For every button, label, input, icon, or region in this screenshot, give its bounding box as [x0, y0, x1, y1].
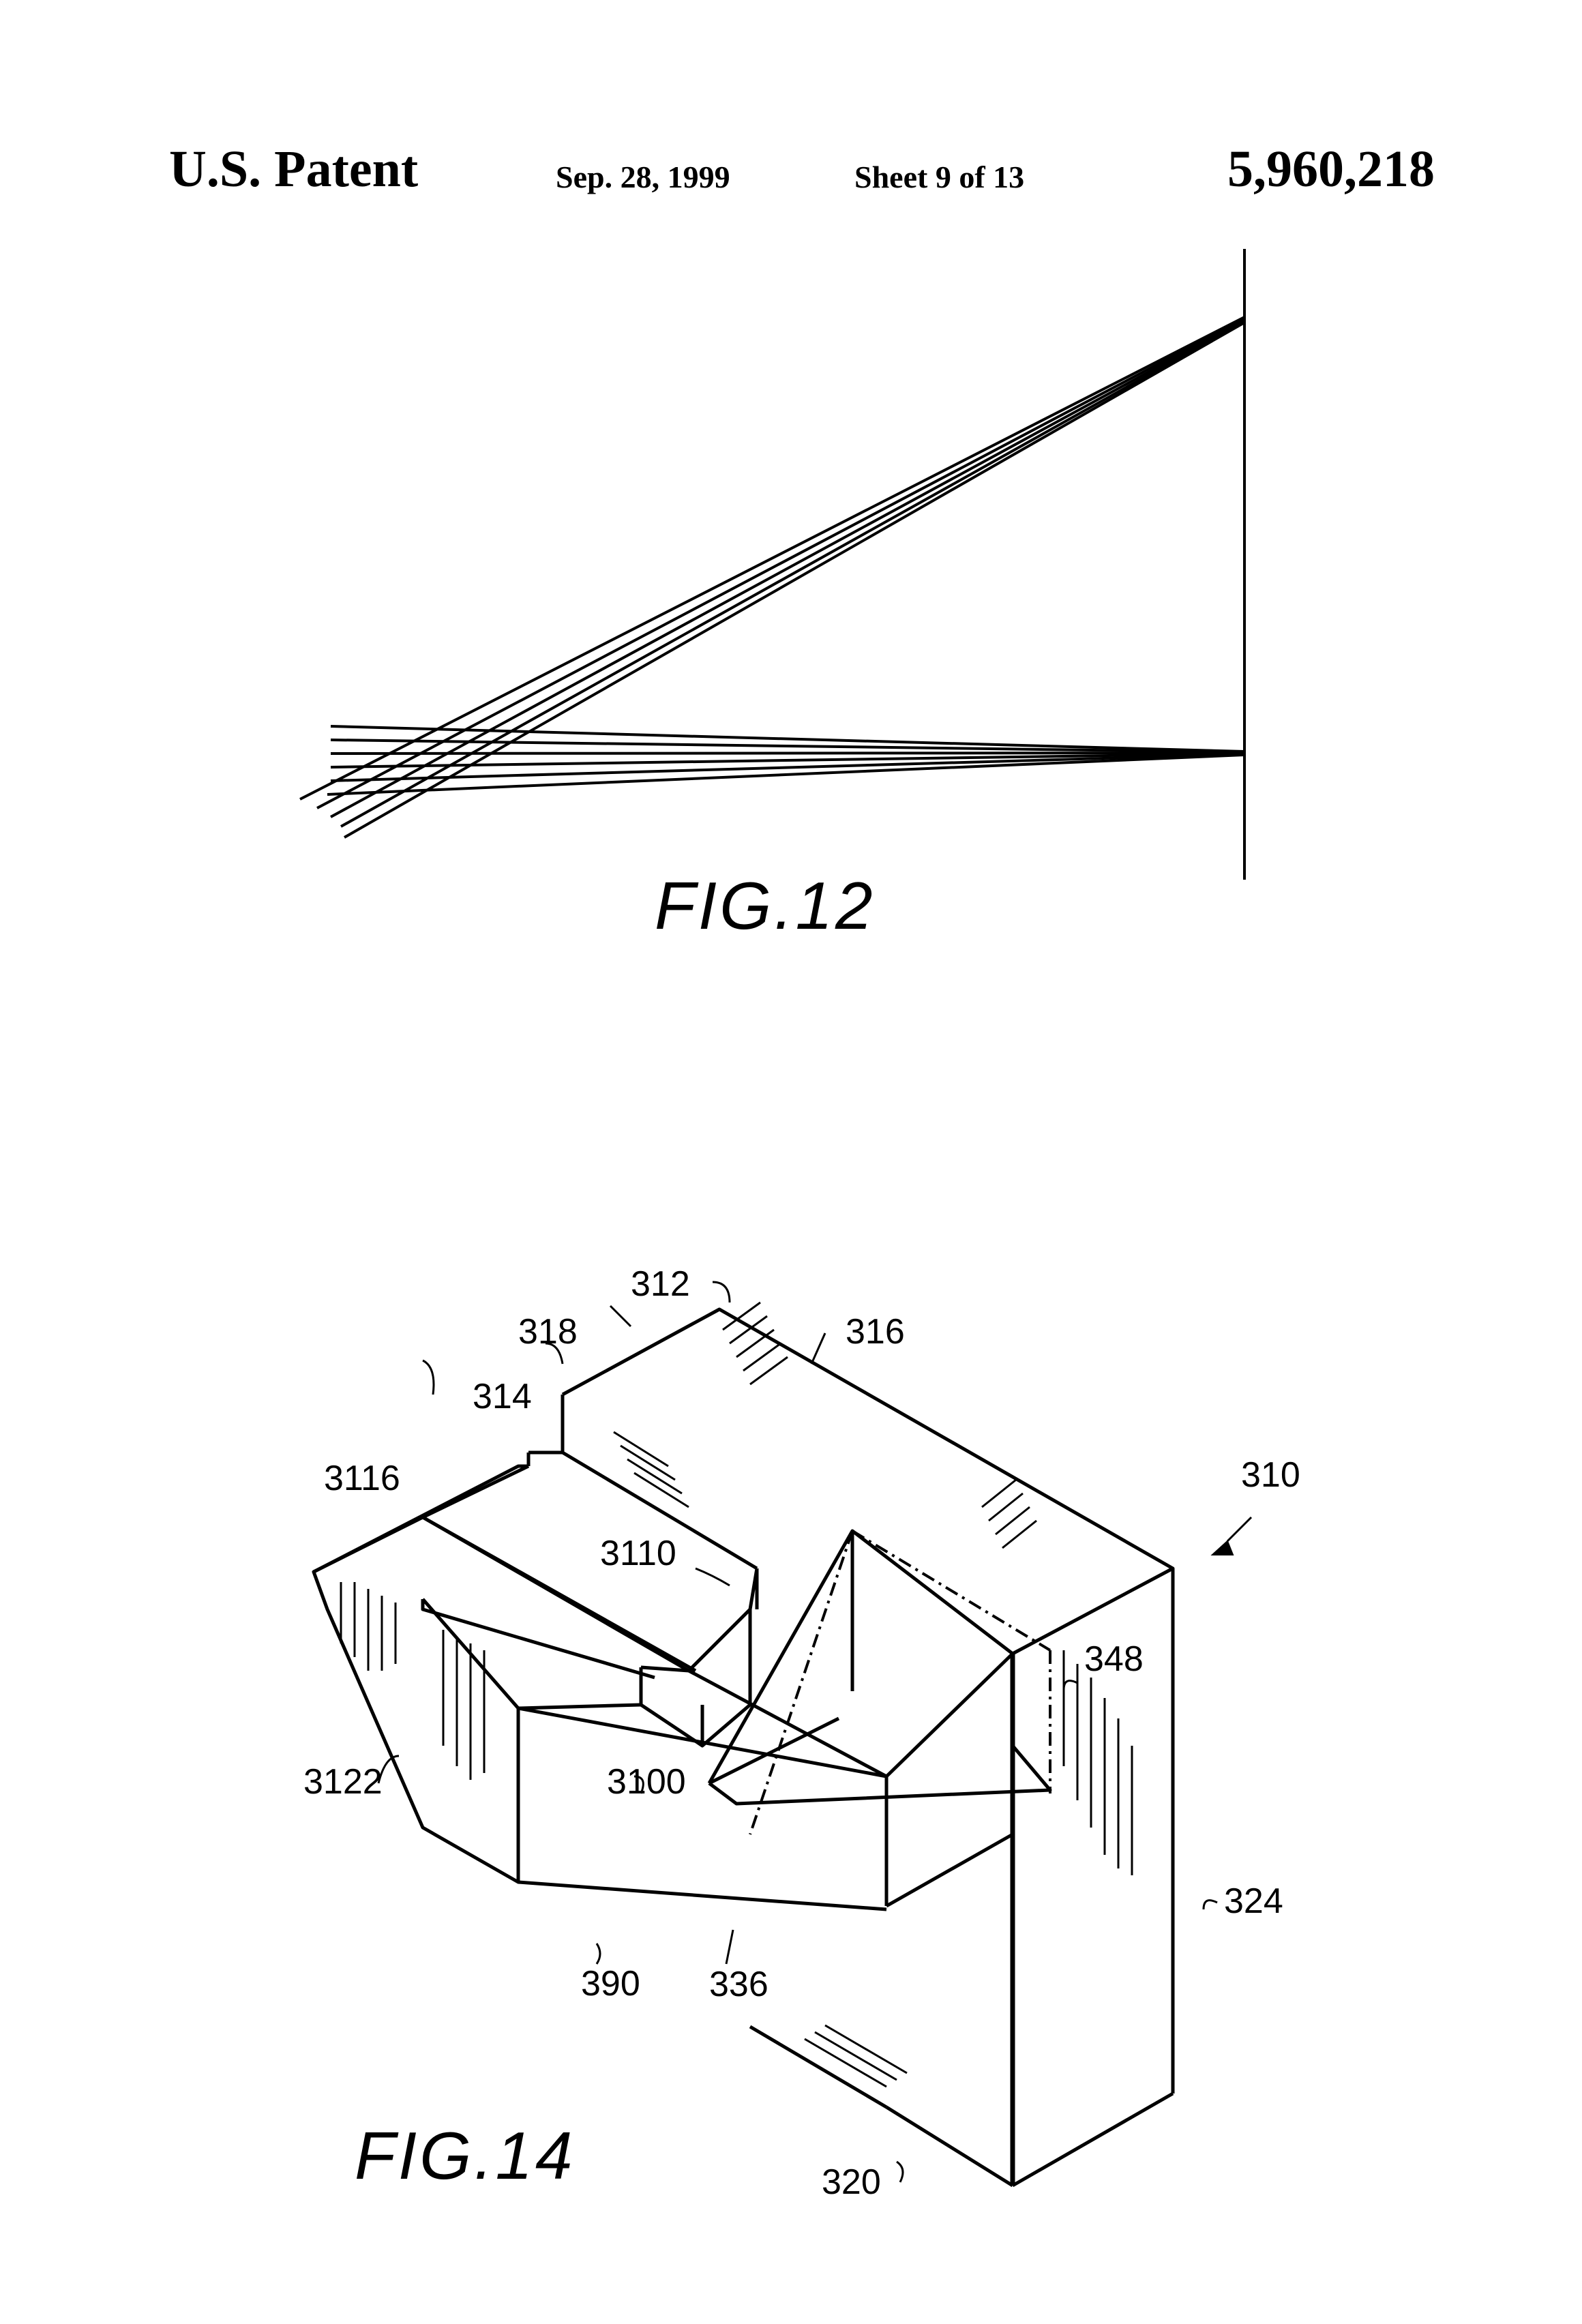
ray [344, 321, 1245, 839]
ref-3122: 3122 [303, 1762, 383, 1802]
page-header: U.S. Patent Sep. 28, 1999 Sheet 9 of 13 … [0, 140, 1582, 222]
ray [330, 318, 1245, 818]
ref-390: 390 [581, 1964, 640, 2003]
ref-316: 316 [846, 1312, 905, 1352]
ref-3110: 3110 [600, 1534, 676, 1573]
fig14-label: FIG.14 [355, 2118, 576, 2193]
figure-12: FIG.12 [299, 249, 1246, 943]
ray [330, 752, 1245, 769]
block-top-edge [561, 1307, 1175, 1656]
ref-3116: 3116 [324, 1459, 400, 1498]
ray [330, 751, 1245, 755]
ref-348: 348 [1084, 1639, 1144, 1679]
ref-310: 310 [1241, 1455, 1300, 1495]
ref-324: 324 [1224, 1881, 1283, 1921]
ref-318: 318 [518, 1312, 578, 1352]
ref-312: 312 [631, 1264, 690, 1304]
patent-date: Sep. 28, 1999 [556, 160, 730, 194]
ref-336: 336 [709, 1965, 768, 2004]
ray [330, 753, 1245, 782]
ray [330, 725, 1245, 753]
fig12-label: FIG.12 [655, 868, 876, 943]
patent-number: 5,960,218 [1227, 140, 1435, 198]
ref-320: 320 [822, 2162, 881, 2202]
ray [316, 317, 1245, 809]
figure-14: 312 318 316 314 3116 310 3110 348 3122 3… [303, 1264, 1300, 2202]
ref-314: 314 [473, 1377, 532, 1416]
ray [327, 754, 1245, 796]
patent-label: U.S. Patent [169, 140, 419, 198]
ref-3100: 3100 [607, 1762, 686, 1802]
ray [299, 316, 1245, 801]
ray [330, 739, 1245, 754]
sheet-number: Sheet 9 of 13 [854, 160, 1025, 194]
